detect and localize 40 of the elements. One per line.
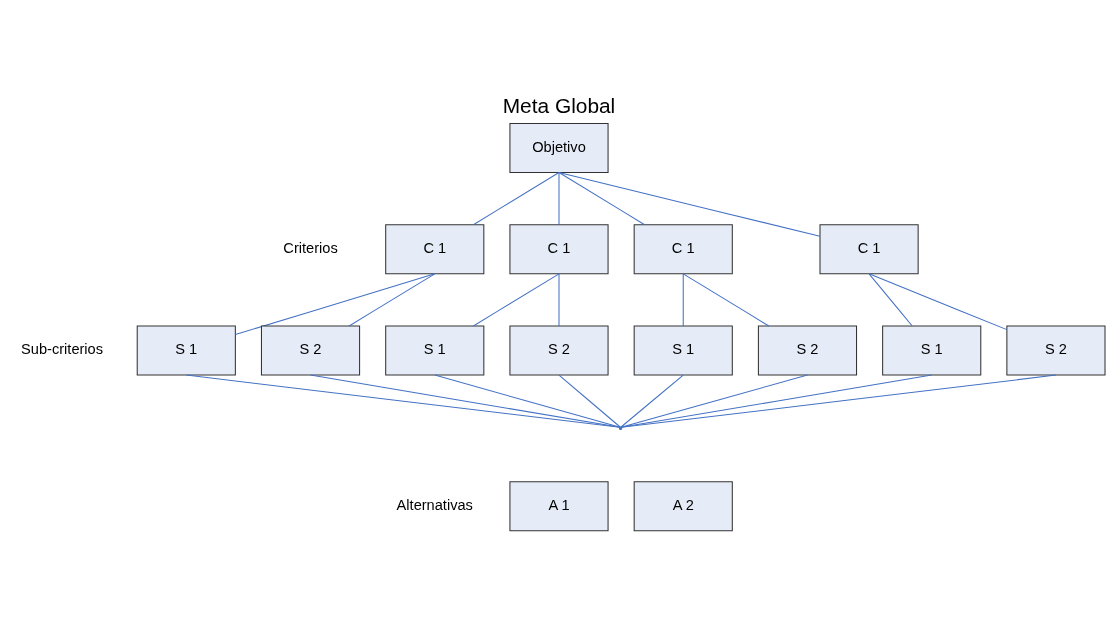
- connector: [620, 374, 933, 428]
- node-box: S 1: [633, 325, 733, 376]
- node-box: S 1: [882, 325, 982, 376]
- connector: [620, 374, 684, 428]
- node-box: S 1: [385, 325, 485, 376]
- connector: [620, 374, 1057, 428]
- label: Alternativas: [396, 497, 473, 514]
- node-box: S 1: [136, 325, 236, 376]
- diagram-title: Meta Global: [502, 94, 616, 118]
- node-box: C 1: [509, 224, 609, 275]
- node-box: C 1: [633, 224, 733, 275]
- label: Sub-criterios: [21, 341, 104, 358]
- connector: [558, 273, 560, 327]
- connector: [434, 374, 621, 428]
- connector: [558, 172, 821, 237]
- connector: [234, 273, 436, 336]
- label: Criterios: [283, 240, 338, 257]
- connector: [472, 172, 560, 226]
- node-box: S 2: [1006, 325, 1106, 376]
- node-box: S 2: [757, 325, 858, 376]
- connector: [868, 273, 1008, 331]
- connector: [185, 374, 621, 428]
- connector: [558, 172, 560, 226]
- connector: [682, 273, 684, 327]
- node-box: C 1: [385, 224, 485, 275]
- connector: [310, 374, 621, 428]
- node-box: S 2: [509, 325, 609, 376]
- connector: [348, 273, 436, 327]
- node-box: A 1: [509, 481, 609, 532]
- connector: [558, 172, 646, 226]
- node-box: C 1: [819, 224, 919, 275]
- node-box: S 2: [260, 325, 361, 376]
- connector: [620, 374, 808, 428]
- connector: [558, 374, 621, 428]
- node-box: A 2: [633, 481, 733, 532]
- connector: [868, 273, 913, 327]
- connector: [682, 273, 770, 327]
- connector: [472, 273, 560, 327]
- node-point: [618, 426, 623, 431]
- node-box: Objetivo: [509, 123, 609, 174]
